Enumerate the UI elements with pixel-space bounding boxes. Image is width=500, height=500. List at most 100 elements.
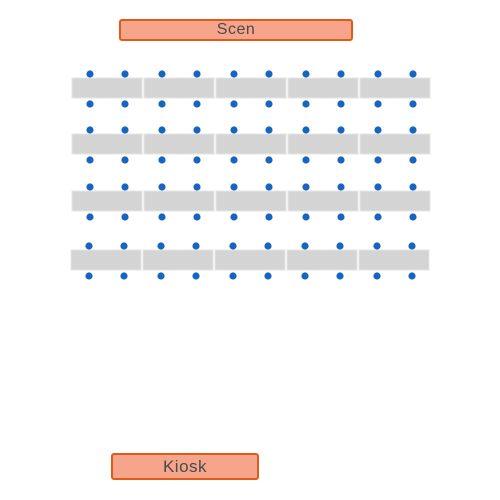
seat-r2-t5-bottom-2[interactable] <box>409 156 417 164</box>
seat-r3-t2-top-2[interactable] <box>193 183 201 191</box>
seat-r4-t3-top-2[interactable] <box>264 242 272 250</box>
seat-r1-t5-top-2[interactable] <box>409 70 417 78</box>
seat-r4-t1-bottom-2[interactable] <box>120 272 128 280</box>
seat-r2-t4-top-1[interactable] <box>302 126 310 134</box>
seat-r1-t5-bottom-2[interactable] <box>409 100 417 108</box>
table-r2-t2 <box>143 133 215 155</box>
seat-r3-t3-top-1[interactable] <box>230 183 238 191</box>
table-r2-t3 <box>215 133 287 155</box>
table-r1-t1 <box>71 77 143 99</box>
seat-r1-t3-bottom-1[interactable] <box>230 100 238 108</box>
seat-r3-t5-bottom-1[interactable] <box>374 213 382 221</box>
seat-r1-t1-bottom-2[interactable] <box>121 100 129 108</box>
seat-r4-t4-bottom-2[interactable] <box>336 272 344 280</box>
table-r2-t5 <box>359 133 431 155</box>
seat-r1-t1-top-2[interactable] <box>121 70 129 78</box>
seat-r2-t4-top-2[interactable] <box>337 126 345 134</box>
seat-r3-t4-bottom-1[interactable] <box>302 213 310 221</box>
table-r4-t4 <box>286 249 358 271</box>
seat-r3-t2-bottom-2[interactable] <box>193 213 201 221</box>
seat-r2-t5-top-2[interactable] <box>409 126 417 134</box>
seat-r2-t4-bottom-2[interactable] <box>337 156 345 164</box>
seat-r1-t2-bottom-1[interactable] <box>158 100 166 108</box>
seat-r4-t5-top-1[interactable] <box>373 242 381 250</box>
seat-r4-t3-bottom-2[interactable] <box>264 272 272 280</box>
seat-r3-t3-bottom-2[interactable] <box>265 213 273 221</box>
seat-r1-t4-top-1[interactable] <box>302 70 310 78</box>
seat-r4-t1-top-2[interactable] <box>120 242 128 250</box>
table-r3-t1 <box>71 190 143 212</box>
seat-r3-t5-top-1[interactable] <box>374 183 382 191</box>
table-r1-t3 <box>215 77 287 99</box>
seat-r1-t5-bottom-1[interactable] <box>374 100 382 108</box>
seat-r1-t1-top-1[interactable] <box>86 70 94 78</box>
seat-r2-t1-top-2[interactable] <box>121 126 129 134</box>
seat-r2-t2-bottom-2[interactable] <box>193 156 201 164</box>
table-r3-t2 <box>143 190 215 212</box>
seat-r1-t3-top-1[interactable] <box>230 70 238 78</box>
seat-r3-t2-top-1[interactable] <box>158 183 166 191</box>
seat-r2-t1-bottom-2[interactable] <box>121 156 129 164</box>
seat-r3-t4-top-2[interactable] <box>337 183 345 191</box>
seat-r4-t4-top-2[interactable] <box>336 242 344 250</box>
seat-r1-t3-bottom-2[interactable] <box>265 100 273 108</box>
table-r3-t3 <box>215 190 287 212</box>
seat-r4-t1-bottom-1[interactable] <box>85 272 93 280</box>
seat-r2-t3-top-1[interactable] <box>230 126 238 134</box>
seat-r3-t3-top-2[interactable] <box>265 183 273 191</box>
seat-r1-t2-top-2[interactable] <box>193 70 201 78</box>
seat-r2-t1-top-1[interactable] <box>86 126 94 134</box>
seat-r1-t4-bottom-1[interactable] <box>302 100 310 108</box>
seat-r2-t2-top-1[interactable] <box>158 126 166 134</box>
seat-r2-t2-bottom-1[interactable] <box>158 156 166 164</box>
seat-r3-t1-top-2[interactable] <box>121 183 129 191</box>
seat-r1-t4-top-2[interactable] <box>337 70 345 78</box>
seat-r4-t3-top-1[interactable] <box>229 242 237 250</box>
seat-r4-t2-top-2[interactable] <box>192 242 200 250</box>
seat-r2-t5-bottom-1[interactable] <box>374 156 382 164</box>
seat-r3-t4-bottom-2[interactable] <box>337 213 345 221</box>
seat-r2-t3-bottom-1[interactable] <box>230 156 238 164</box>
seat-r4-t4-top-1[interactable] <box>301 242 309 250</box>
seat-r2-t5-top-1[interactable] <box>374 126 382 134</box>
seat-r1-t1-bottom-1[interactable] <box>86 100 94 108</box>
stage-label: Scen <box>119 19 353 41</box>
table-r1-t4 <box>287 77 359 99</box>
seat-r4-t4-bottom-1[interactable] <box>301 272 309 280</box>
kiosk-label: Kiosk <box>111 453 259 480</box>
seat-r4-t1-top-1[interactable] <box>85 242 93 250</box>
seat-r2-t4-bottom-1[interactable] <box>302 156 310 164</box>
seat-r1-t2-bottom-2[interactable] <box>193 100 201 108</box>
seat-r3-t1-top-1[interactable] <box>86 183 94 191</box>
seat-r4-t2-top-1[interactable] <box>157 242 165 250</box>
seat-r3-t5-top-2[interactable] <box>409 183 417 191</box>
seat-r4-t5-bottom-2[interactable] <box>408 272 416 280</box>
seat-r3-t2-bottom-1[interactable] <box>158 213 166 221</box>
seat-r3-t1-bottom-2[interactable] <box>121 213 129 221</box>
seat-r4-t3-bottom-1[interactable] <box>229 272 237 280</box>
seat-r1-t2-top-1[interactable] <box>158 70 166 78</box>
seat-r1-t5-top-1[interactable] <box>374 70 382 78</box>
table-r3-t4 <box>287 190 359 212</box>
seat-r2-t3-top-2[interactable] <box>265 126 273 134</box>
seat-r2-t2-top-2[interactable] <box>193 126 201 134</box>
table-r4-t2 <box>142 249 214 271</box>
table-r3-t5 <box>359 190 431 212</box>
seat-r4-t5-top-2[interactable] <box>408 242 416 250</box>
seat-r3-t5-bottom-2[interactable] <box>409 213 417 221</box>
seat-r2-t3-bottom-2[interactable] <box>265 156 273 164</box>
seat-r2-t1-bottom-1[interactable] <box>86 156 94 164</box>
seat-r4-t2-bottom-1[interactable] <box>157 272 165 280</box>
seat-r3-t1-bottom-1[interactable] <box>86 213 94 221</box>
seat-r1-t3-top-2[interactable] <box>265 70 273 78</box>
table-r4-t3 <box>214 249 286 271</box>
stage-label-text: Scen <box>216 21 256 38</box>
table-r1-t5 <box>359 77 431 99</box>
seat-r1-t4-bottom-2[interactable] <box>337 100 345 108</box>
seat-r3-t3-bottom-1[interactable] <box>230 213 238 221</box>
seat-r4-t2-bottom-2[interactable] <box>192 272 200 280</box>
table-r2-t1 <box>71 133 143 155</box>
seat-r3-t4-top-1[interactable] <box>302 183 310 191</box>
seat-r4-t5-bottom-1[interactable] <box>373 272 381 280</box>
